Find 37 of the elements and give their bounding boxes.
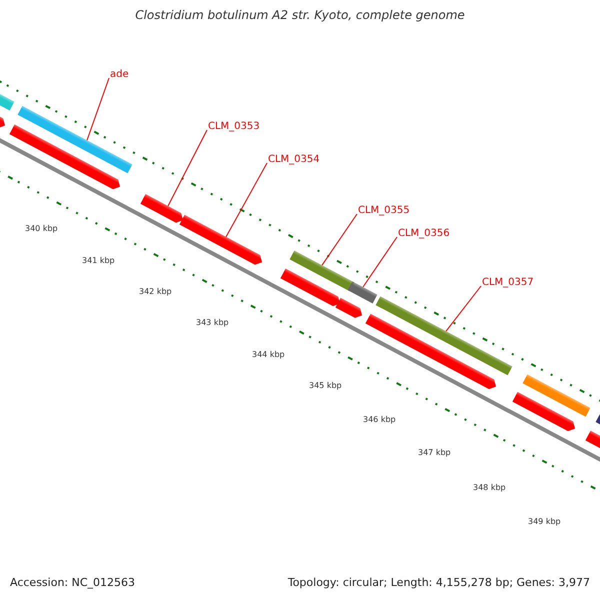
gene-bar	[140, 194, 183, 223]
title: Clostridium botulinum A2 str. Kyoto, complete genome	[134, 8, 466, 22]
gene-bar	[365, 314, 496, 390]
leader-line	[168, 130, 208, 206]
scale-label: 349 kbp	[528, 517, 561, 527]
scale-label: 345 kbp	[309, 381, 342, 391]
gene-bar	[290, 250, 354, 292]
gene-label: CLM_0355	[358, 205, 410, 217]
scale-label: 340 kbp	[25, 224, 58, 234]
leader-line	[226, 162, 268, 238]
gene-bar	[522, 374, 590, 417]
scale-label: 343 kbp	[196, 318, 229, 328]
leader-line	[362, 236, 398, 288]
leader-line	[86, 78, 110, 141]
leader-line	[322, 214, 358, 266]
gene-bar	[335, 298, 362, 318]
gene-bar	[179, 214, 262, 265]
genome-summary-text: Topology: circular; Length: 4,155,278 bp; Genes: 3,977	[288, 576, 590, 589]
gene-bar	[348, 281, 378, 304]
gene-label: ade	[110, 69, 129, 81]
gene-bar	[18, 106, 132, 174]
scale-label: 341 kbp	[82, 256, 115, 266]
gene-bar	[9, 124, 120, 190]
scale-label: 344 kbp	[252, 350, 285, 360]
gene-bar	[512, 392, 575, 432]
gene-label: CLM_0353	[208, 121, 260, 133]
gene-label: CLM_0356	[398, 228, 450, 240]
leader-line	[446, 286, 482, 332]
gene-label: CLM_0357	[482, 277, 534, 289]
scale-label: 342 kbp	[139, 287, 172, 297]
gene-bar	[280, 268, 340, 306]
scale-label: 347 kbp	[418, 448, 451, 458]
scale-label: 346 kbp	[363, 415, 396, 425]
accession-text: Accession: NC_012563	[10, 576, 136, 589]
gene-label: CLM_0354	[268, 154, 320, 166]
scale-label: 348 kbp	[473, 483, 506, 493]
gene-bar	[376, 296, 512, 376]
